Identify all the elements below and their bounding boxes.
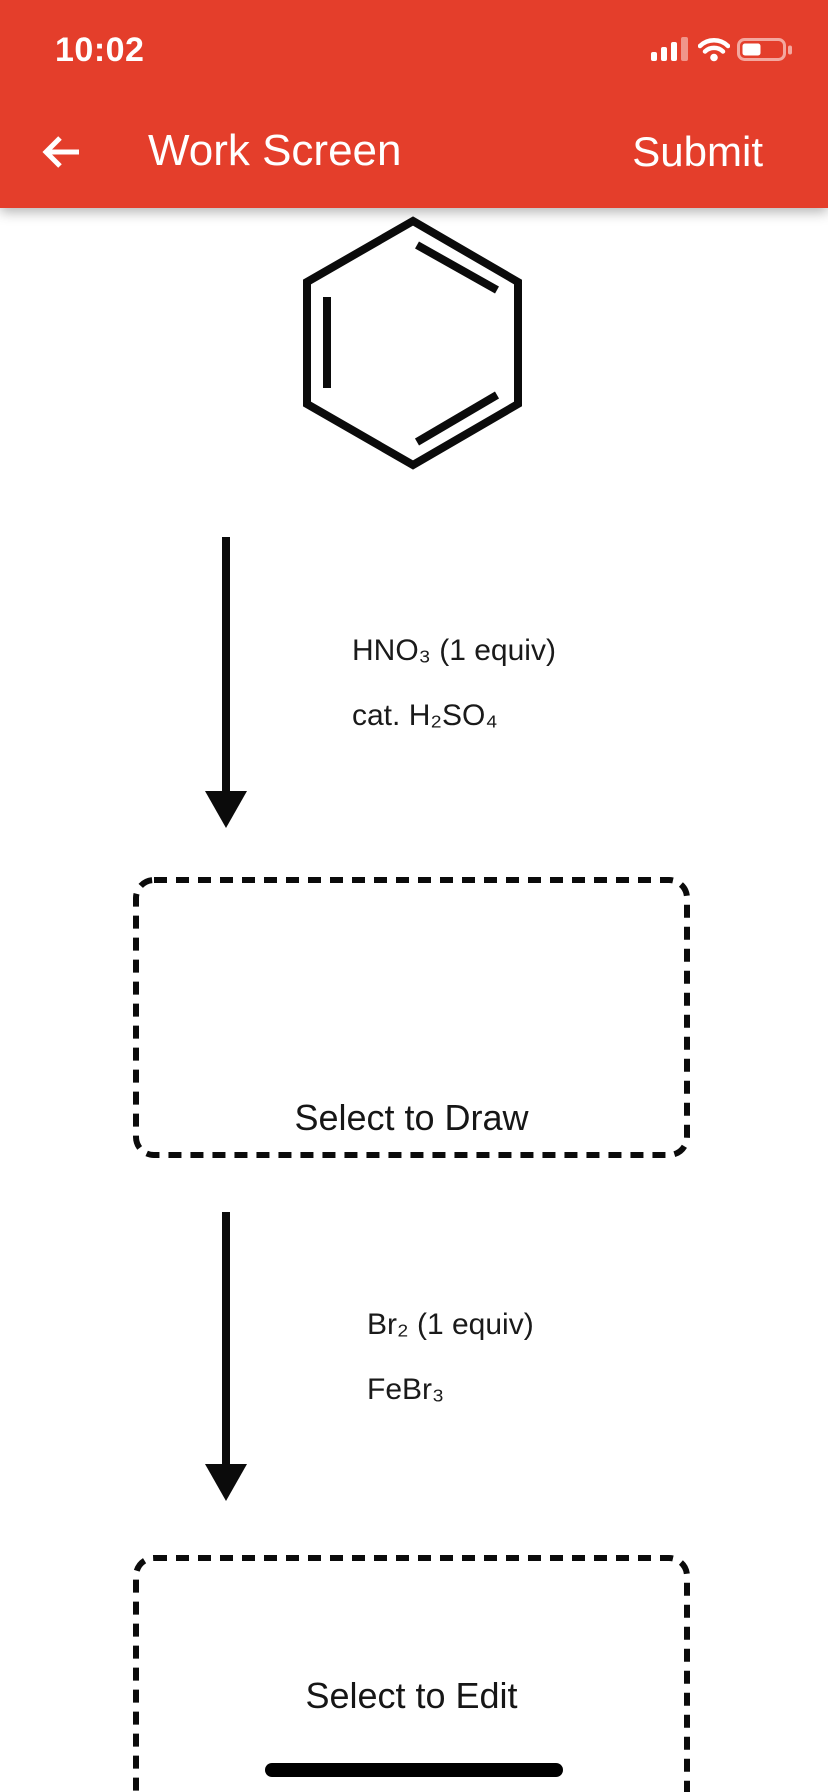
dashed-box-outline xyxy=(133,1555,690,1792)
home-indicator[interactable] xyxy=(265,1763,563,1777)
battery-icon xyxy=(737,38,792,61)
select-to-draw-box[interactable]: Select to Draw xyxy=(133,877,690,1158)
page-title: Work Screen xyxy=(148,126,402,175)
reagent-label-step2-line2: FeBr₃ xyxy=(367,1373,445,1406)
status-time: 10:02 xyxy=(55,31,145,69)
select-to-edit-box[interactable]: Select to Edit xyxy=(133,1555,690,1792)
reagent-label-step2-line1: Br₂ (1 equiv) xyxy=(367,1308,534,1341)
back-button[interactable] xyxy=(28,120,94,184)
reaction-arrow-down-2 xyxy=(205,1212,247,1501)
wifi-icon xyxy=(698,38,730,62)
reagent-label-step1-line1: HNO₃ (1 equiv) xyxy=(352,634,556,667)
arrow-left-icon xyxy=(42,136,79,168)
cellular-signal-icon xyxy=(651,37,688,61)
submit-button[interactable]: Submit xyxy=(632,128,763,175)
app-bar: 10:02 Work Screen Submit xyxy=(0,0,828,208)
select-to-edit-label: Select to Edit xyxy=(305,1675,518,1716)
benzene-structure xyxy=(303,216,522,470)
dashed-box-outline xyxy=(133,877,690,1158)
reagent-label-step1-line2: cat. H₂SO₄ xyxy=(352,699,498,732)
reaction-arrow-down-1 xyxy=(205,537,247,828)
select-to-draw-label: Select to Draw xyxy=(294,1097,529,1138)
